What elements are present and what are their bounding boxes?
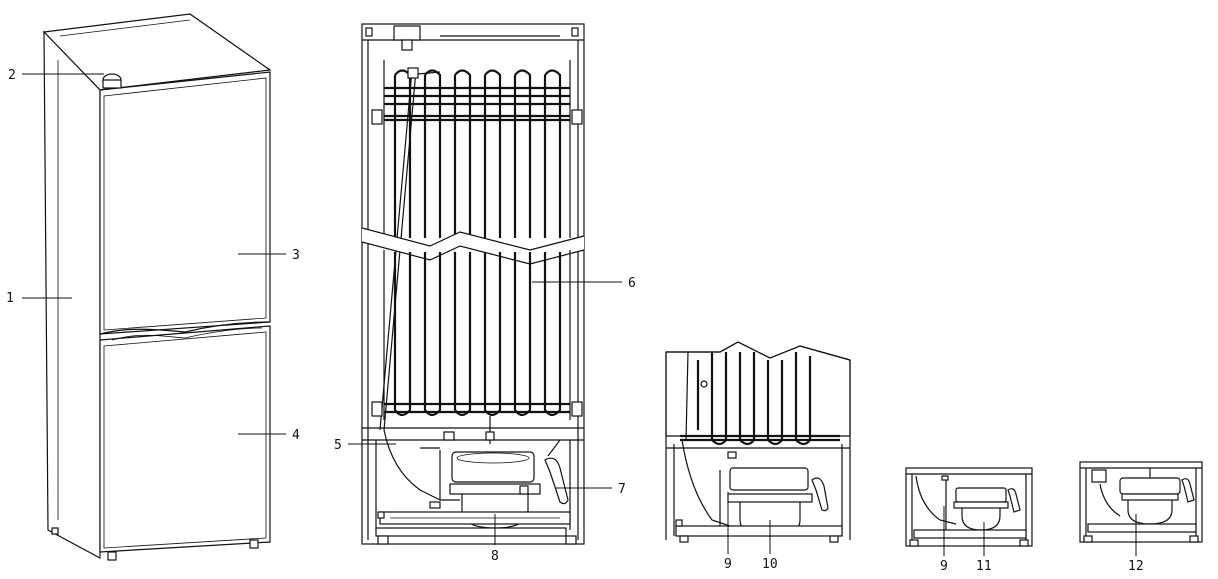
callout-9-first: 9 — [724, 557, 732, 572]
callout-6: 6 — [628, 276, 636, 291]
callout-2: 2 — [8, 68, 16, 83]
fridge-rear-detail-view — [665, 341, 851, 543]
callout-9-second: 9 — [940, 559, 948, 574]
callout-10: 10 — [762, 557, 778, 572]
callout-12: 12 — [1128, 559, 1144, 574]
callout-labels: 1 2 3 4 5 6 7 8 9 10 9 11 12 — [6, 68, 1144, 574]
fridge-front-view — [42, 13, 272, 561]
callout-3: 3 — [292, 248, 300, 263]
callout-4: 4 — [292, 428, 300, 443]
compressor-detail-view-b — [1079, 461, 1203, 543]
callout-5: 5 — [334, 438, 342, 453]
callout-1: 1 — [6, 291, 14, 306]
callout-11: 11 — [976, 559, 992, 574]
fridge-rear-view — [361, 23, 585, 545]
callout-7: 7 — [618, 482, 626, 497]
compressor-detail-view-a — [905, 467, 1033, 547]
callout-8: 8 — [491, 549, 499, 564]
leader-lines — [22, 73, 1137, 556]
